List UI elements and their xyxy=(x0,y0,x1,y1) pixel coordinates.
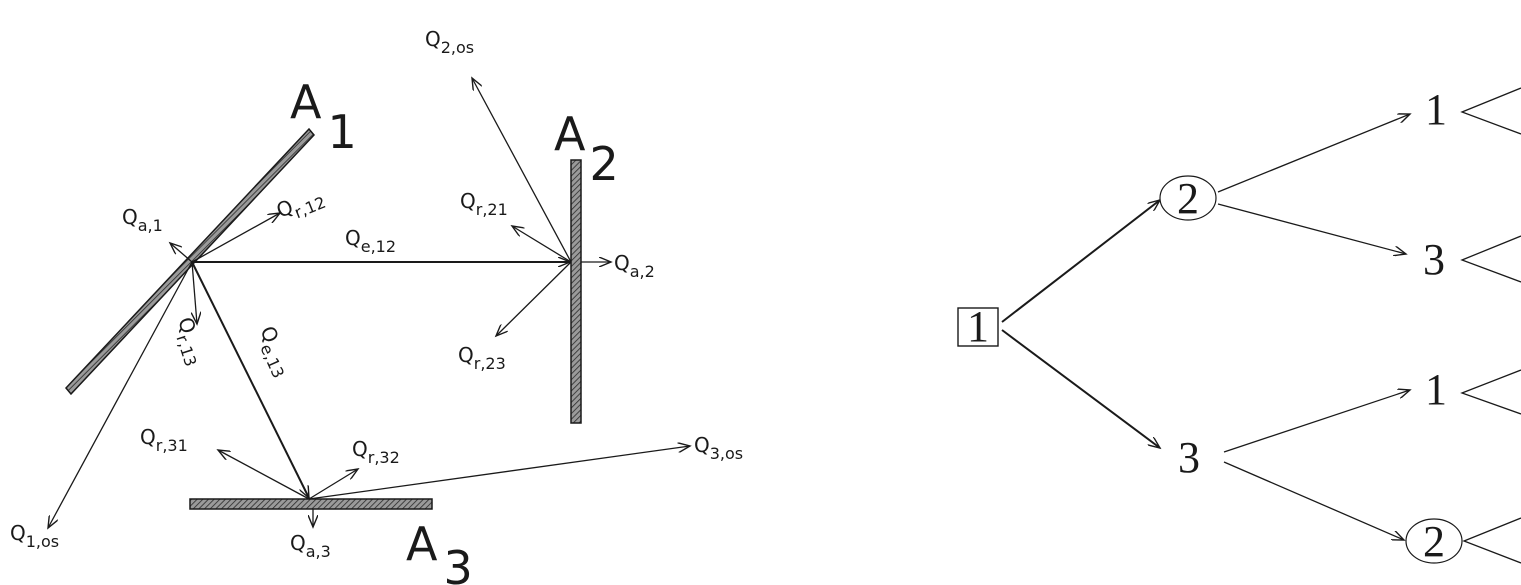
exchange-tree: 1 2 3 1 3 1 2 xyxy=(957,85,1521,566)
tree-edge-2-to-3 xyxy=(1217,203,1406,254)
label-qr23: Qr,23 xyxy=(458,343,506,373)
tree-edge-2-to-1 xyxy=(1217,114,1410,193)
tree-branch-stub-1a xyxy=(1460,87,1521,135)
svg-text:2: 2 xyxy=(1177,174,1199,223)
tree-root-node: 1 xyxy=(957,302,999,351)
ray-qr23 xyxy=(496,261,572,336)
label-qr31: Qr,31 xyxy=(140,425,188,455)
svg-text:1: 1 xyxy=(1425,365,1447,414)
label-q3os: Q3,os xyxy=(694,433,743,463)
tree-node-l2-2: 2 xyxy=(1405,517,1463,566)
tree-node-l2-1b: 1 xyxy=(1425,365,1447,414)
label-qa1: Qa,1 xyxy=(122,205,163,235)
tree-branch-stub-2 xyxy=(1462,517,1521,564)
tree-branch-stub-3 xyxy=(1460,235,1521,283)
tree-edge-3-to-1 xyxy=(1223,390,1410,453)
ray-q1os xyxy=(48,261,193,528)
tree-branch-stub-1b xyxy=(1460,369,1521,415)
label-a1: A1 xyxy=(290,75,357,159)
svg-text:1: 1 xyxy=(1425,85,1447,134)
svg-text:3: 3 xyxy=(1423,235,1445,284)
ray-qr31 xyxy=(218,450,310,500)
ray-qr21 xyxy=(512,226,572,263)
label-qr13: Qr,13 xyxy=(168,314,211,369)
ray-qr32 xyxy=(308,469,358,500)
label-qe12: Qe,12 xyxy=(345,226,396,256)
ray-qa1 xyxy=(170,243,193,263)
ray-qr12 xyxy=(191,213,280,263)
tree-node-l2-1a: 1 xyxy=(1425,85,1447,134)
label-q1os: Q1,os xyxy=(10,521,59,551)
label-qe13: Qe,13 xyxy=(250,322,298,381)
svg-text:1: 1 xyxy=(967,302,989,351)
label-qa3: Qa,3 xyxy=(290,531,331,561)
surface-a1 xyxy=(64,127,316,396)
label-q2os: Q2,os xyxy=(425,27,474,57)
tree-node-l2-3: 3 xyxy=(1423,235,1445,284)
surface-a3 xyxy=(189,498,433,510)
tree-node-l1-3: 3 xyxy=(1178,433,1200,482)
ray-q3os xyxy=(308,446,690,500)
tree-node-l1-2: 2 xyxy=(1159,174,1217,223)
label-qr12: Qr,12 xyxy=(273,182,329,228)
surface-a2 xyxy=(570,159,582,424)
tree-edge-root-to-2 xyxy=(1001,200,1160,323)
ray-q2os xyxy=(472,78,572,263)
tree-edge-root-to-3 xyxy=(1001,329,1160,448)
label-a2: A2 xyxy=(554,107,619,191)
tree-edge-3-to-2 xyxy=(1223,461,1404,540)
ray-qr13 xyxy=(192,261,197,324)
label-qa2: Qa,2 xyxy=(614,251,655,281)
label-qr21: Qr,21 xyxy=(460,189,508,219)
svg-text:3: 3 xyxy=(1178,433,1200,482)
ray-qe13 xyxy=(191,261,310,498)
label-qr32: Qr,32 xyxy=(352,437,400,467)
svg-text:2: 2 xyxy=(1423,517,1445,566)
